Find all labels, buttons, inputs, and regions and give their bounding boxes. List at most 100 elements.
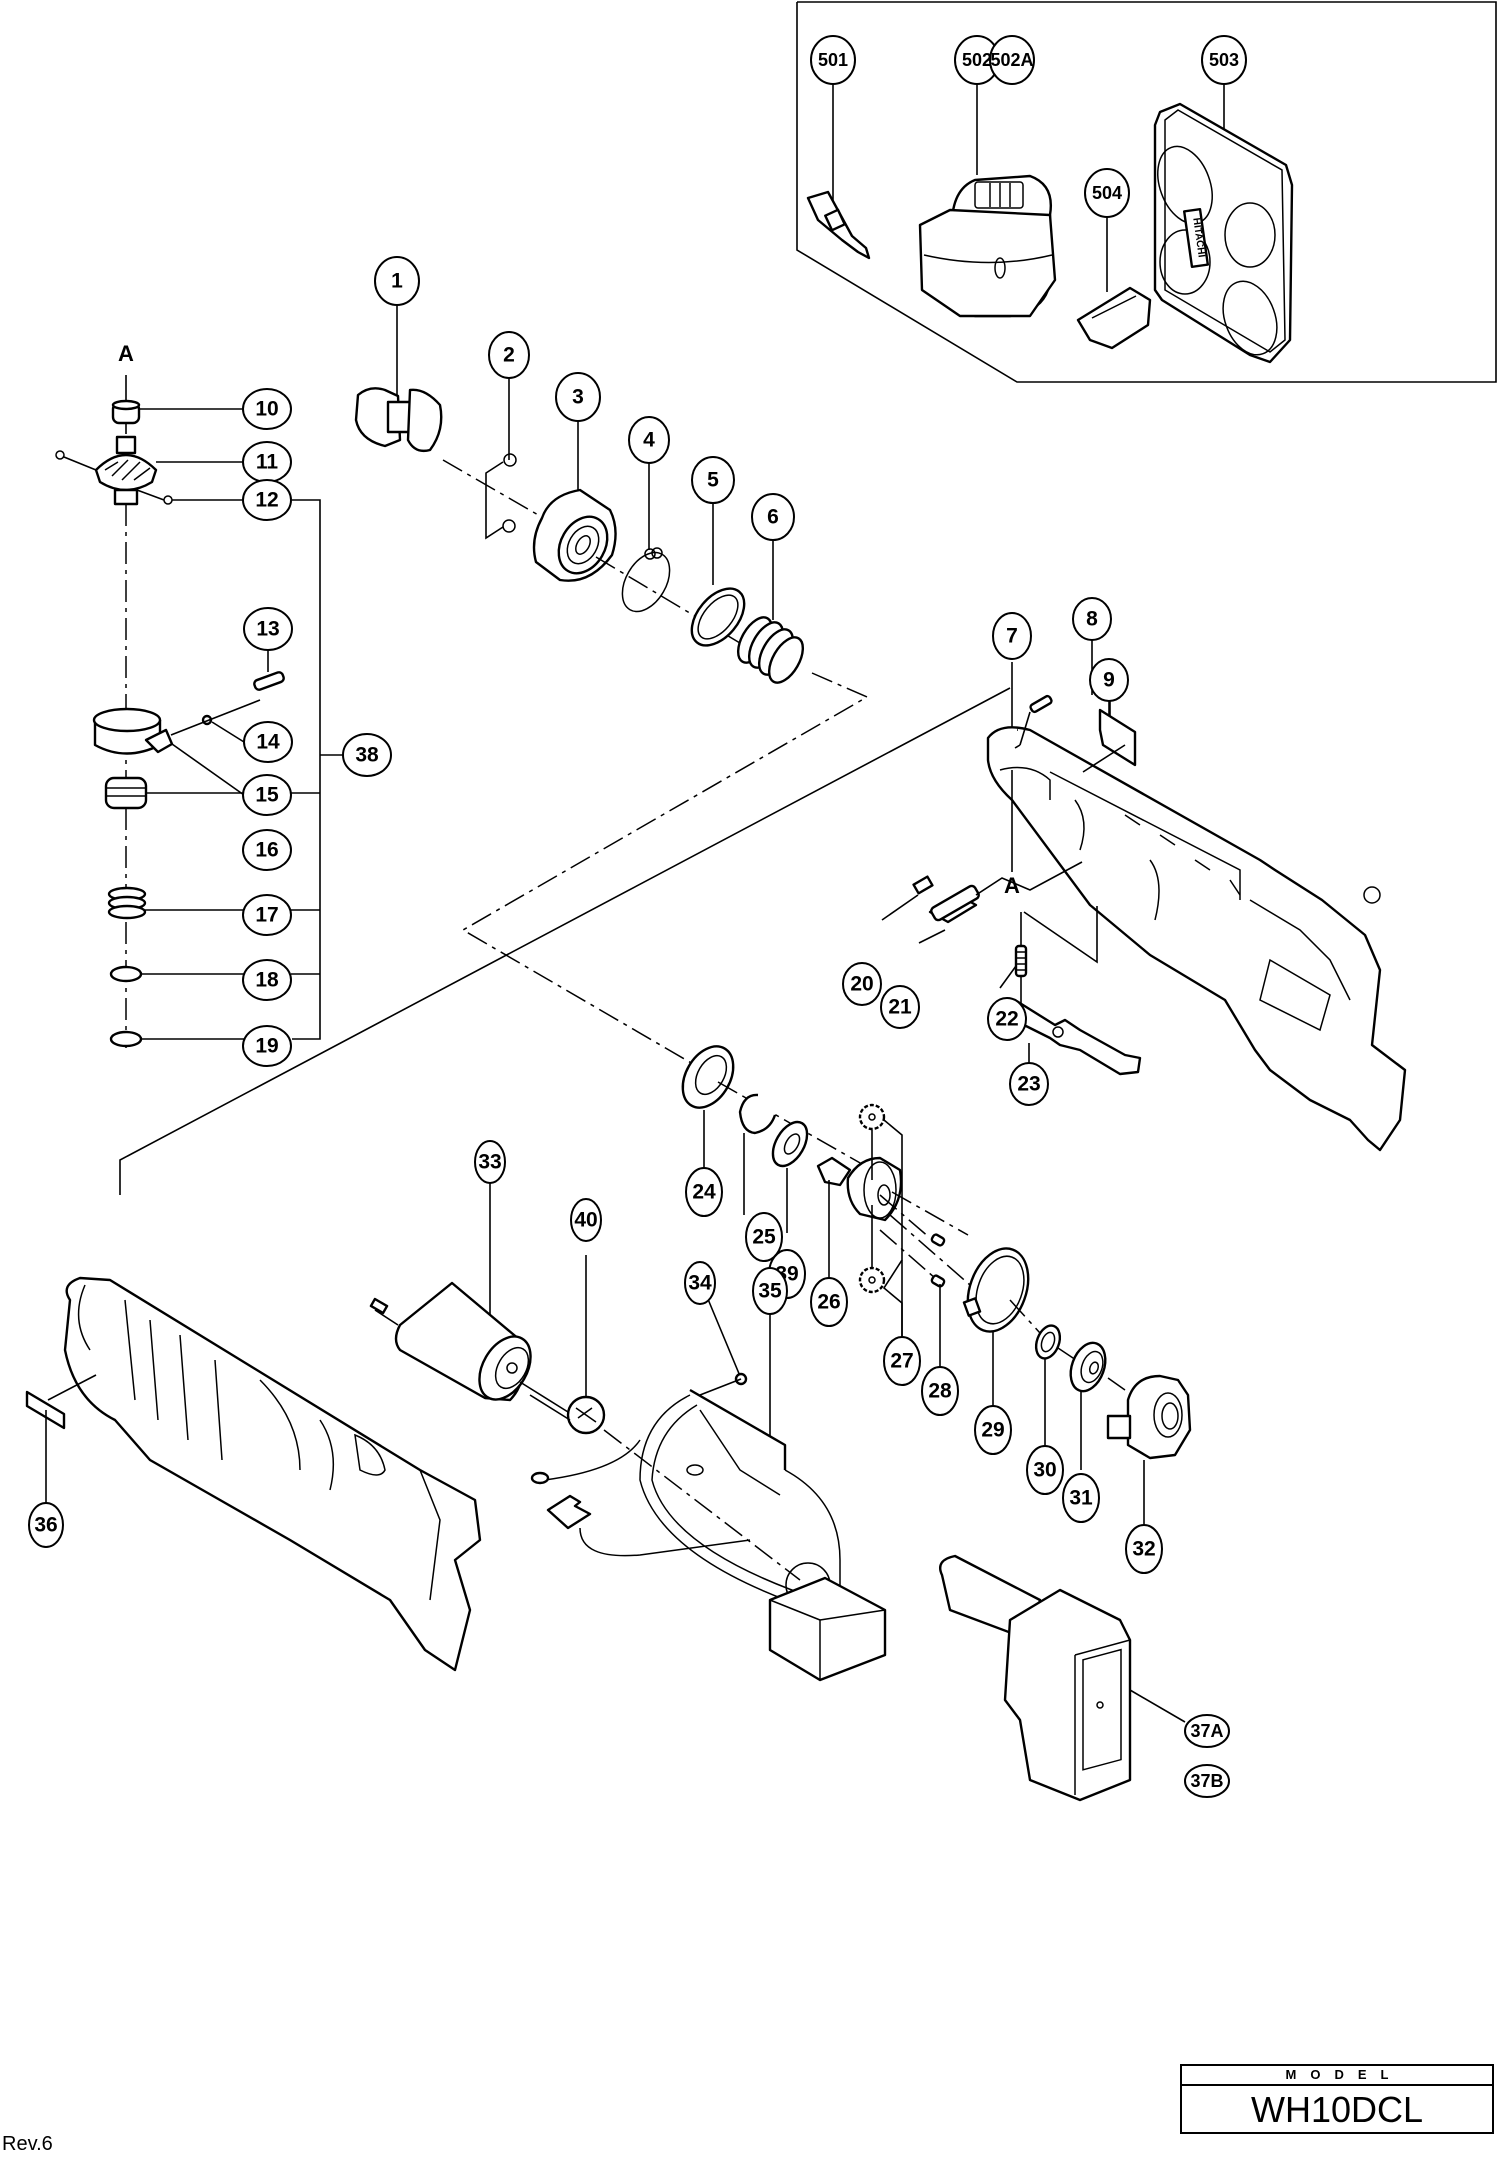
callout-11: 11 <box>242 441 292 483</box>
part-30-washer <box>1034 1324 1062 1448</box>
part-32-gear-cover <box>1106 1374 1192 1528</box>
part-39-washer <box>771 1120 809 1233</box>
callout-balloon <box>691 456 735 504</box>
callout-number: 34 <box>688 1272 712 1295</box>
callout-31: 31 <box>1062 1473 1100 1523</box>
callout-balloon <box>555 372 601 422</box>
callout-balloon <box>684 1261 716 1305</box>
part-25-retaining-ring <box>738 1093 777 1215</box>
callout-26: 26 <box>810 1277 848 1327</box>
callout-number: 504 <box>1092 183 1122 203</box>
callout-balloon <box>488 331 530 379</box>
callout-number: 28 <box>928 1380 952 1403</box>
callout-balloon <box>1062 1473 1100 1523</box>
part-37-battery <box>938 1554 1186 1802</box>
part-504-hook <box>1076 215 1152 350</box>
callout-balloon <box>987 997 1027 1041</box>
model-label: MODEL <box>1182 2066 1492 2086</box>
callout-number: 11 <box>256 451 279 474</box>
callout-number: 26 <box>817 1291 840 1314</box>
callout-balloon <box>842 962 882 1006</box>
callout-number: 6 <box>767 506 779 529</box>
part-501-bit <box>806 83 871 260</box>
callout-number: 23 <box>1017 1073 1040 1096</box>
callout-number: 503 <box>1209 50 1239 70</box>
callout-20: 20 <box>842 962 882 1006</box>
part-31-bearing <box>1069 1341 1107 1470</box>
callout-balloon <box>242 894 292 936</box>
part-1-spindle <box>354 303 443 453</box>
part-10-bushing <box>111 399 244 425</box>
callout-balloon <box>28 1502 64 1548</box>
callout-number: 13 <box>256 618 279 641</box>
callout-4: 4 <box>628 416 670 464</box>
callout-balloon <box>751 493 795 541</box>
callout-number: 36 <box>34 1514 57 1537</box>
callout-balloon <box>1072 597 1112 641</box>
callout-number: 1 <box>391 270 403 293</box>
part-5-washer <box>690 502 746 647</box>
callout-balloon <box>745 1212 783 1262</box>
callout-balloon <box>1084 168 1130 218</box>
callout-8: 8 <box>1072 597 1112 641</box>
callout-2: 2 <box>488 331 530 379</box>
reference-letter-a-top: A <box>118 341 134 366</box>
callout-balloon <box>242 388 292 430</box>
callout-balloon <box>810 1277 848 1327</box>
reference-letter-a-housing: A <box>1004 873 1020 898</box>
part-21-switch-slider <box>918 861 1083 944</box>
part-29-ring-gear <box>962 1247 1030 1410</box>
callout-balloon <box>243 721 293 763</box>
callout-number: 37A <box>1190 1721 1223 1741</box>
callout-balloon <box>752 1267 788 1315</box>
callout-number: 21 <box>888 996 912 1019</box>
callout-37B: 37B <box>1184 1764 1230 1798</box>
callout-17: 17 <box>242 894 292 936</box>
callout-3: 3 <box>555 372 601 422</box>
callout-number: 30 <box>1033 1459 1056 1482</box>
callout-number: 32 <box>1132 1538 1155 1561</box>
callout-502A: 502A <box>989 35 1035 85</box>
part-4-steel-ball <box>621 462 671 613</box>
part-15-clamp-ring <box>92 707 245 796</box>
callout-37A: 37A <box>1184 1714 1230 1748</box>
callout-number: 10 <box>255 398 278 421</box>
revision-label: Rev.6 <box>2 2133 53 2155</box>
callout-12: 12 <box>242 479 292 521</box>
callout-23: 23 <box>1009 1062 1049 1106</box>
callout-number: 35 <box>758 1280 782 1303</box>
callout-number: 18 <box>255 969 279 992</box>
callout-number: 33 <box>478 1151 501 1174</box>
part-17-spring <box>107 886 244 920</box>
model-name: WH10DCL <box>1250 2089 1424 2130</box>
part-28-pins <box>879 1194 946 1368</box>
part-502-charger <box>918 83 1057 318</box>
accessory-box-outline <box>796 1 1497 383</box>
callout-balloon <box>242 479 292 521</box>
callout-25: 25 <box>745 1212 783 1262</box>
callout-balloon <box>1184 1764 1230 1798</box>
callout-balloon <box>242 774 292 816</box>
callout-19: 19 <box>242 1025 292 1067</box>
callout-501: 501 <box>810 35 856 85</box>
callout-number: 9 <box>1103 669 1115 692</box>
callout-balloon <box>474 1140 506 1184</box>
callout-number: 38 <box>355 744 379 767</box>
callout-balloon <box>242 1025 292 1067</box>
callout-number: 37B <box>1190 1771 1223 1791</box>
callout-number: 29 <box>981 1419 1004 1442</box>
callout-13: 13 <box>243 607 293 651</box>
callout-504: 504 <box>1084 168 1130 218</box>
callout-balloon <box>243 607 293 651</box>
callout-24: 24 <box>685 1167 723 1217</box>
part-14-washer <box>170 699 261 743</box>
callout-balloon <box>883 1336 921 1386</box>
part-503-case: HITACHI <box>1153 83 1294 364</box>
callout-balloon <box>374 256 420 306</box>
callout-balloon <box>570 1198 602 1242</box>
callout-number: 25 <box>752 1226 776 1249</box>
part-3-hammer <box>532 420 617 582</box>
part-27-planet-gears <box>858 1103 903 1340</box>
callout-34: 34 <box>684 1261 716 1305</box>
